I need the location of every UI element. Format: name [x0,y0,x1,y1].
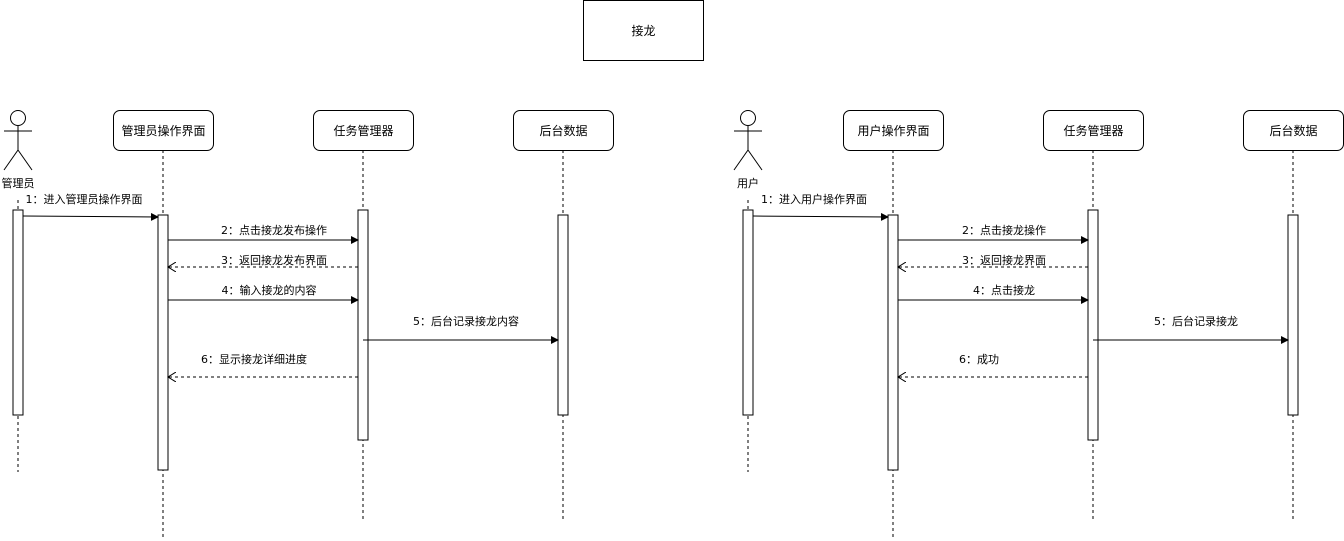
message-label: 5：后台记录接龙 [1154,315,1238,328]
participant-admin-ui: 管理员操作界面 [113,110,214,151]
message-label: 5：后台记录接龙内容 [413,315,519,328]
activation-backend-right [1287,214,1299,416]
activation-user-ui [887,214,899,471]
message-label: 3：返回接龙发布界面 [221,254,327,267]
participant-label: 管理员操作界面 [121,124,206,138]
participant-backend-right: 后台数据 [1243,110,1344,151]
diagram-title-box: 接龙 [583,0,704,61]
participant-task-manager-right: 任务管理器 [1043,110,1144,151]
participant-task-manager-left: 任务管理器 [313,110,414,151]
user-actor-icon [733,110,763,171]
message-label: 3：返回接龙界面 [962,254,1046,267]
message-label: 2：点击接龙发布操作 [221,224,327,237]
participant-label: 后台数据 [539,124,588,138]
participant-user-ui: 用户操作界面 [843,110,944,151]
actor-label-user: 用户 [737,177,759,190]
message-label: 4：输入接龙的内容 [221,284,317,297]
message-arrow-right-1 [752,212,889,221]
message-label: 6：显示接龙详细进度 [201,353,307,366]
participant-label: 任务管理器 [1063,124,1124,138]
participant-label: 任务管理器 [333,124,394,138]
message-arrow-left-1 [22,212,159,221]
activation-task-manager-left [357,209,369,441]
activation-admin-ui [157,214,169,471]
activation-admin [12,209,24,416]
message-label: 2：点击接龙操作 [962,224,1046,237]
participant-label: 后台数据 [1269,124,1318,138]
activation-task-manager-right [1087,209,1099,441]
message-label: 6：成功 [959,353,999,366]
message-label: 1：进入用户操作界面 [761,193,867,206]
message-label: 1：进入管理员操作界面 [25,193,143,206]
participant-backend-left: 后台数据 [513,110,614,151]
message-label: 4：点击接龙 [973,284,1035,297]
participant-label: 用户操作界面 [857,124,930,138]
admin-actor-icon [3,110,33,171]
activation-user [742,209,754,416]
activation-backend-left [557,214,569,416]
actor-label-admin: 管理员 [1,177,35,190]
diagram-title: 接龙 [631,24,656,38]
